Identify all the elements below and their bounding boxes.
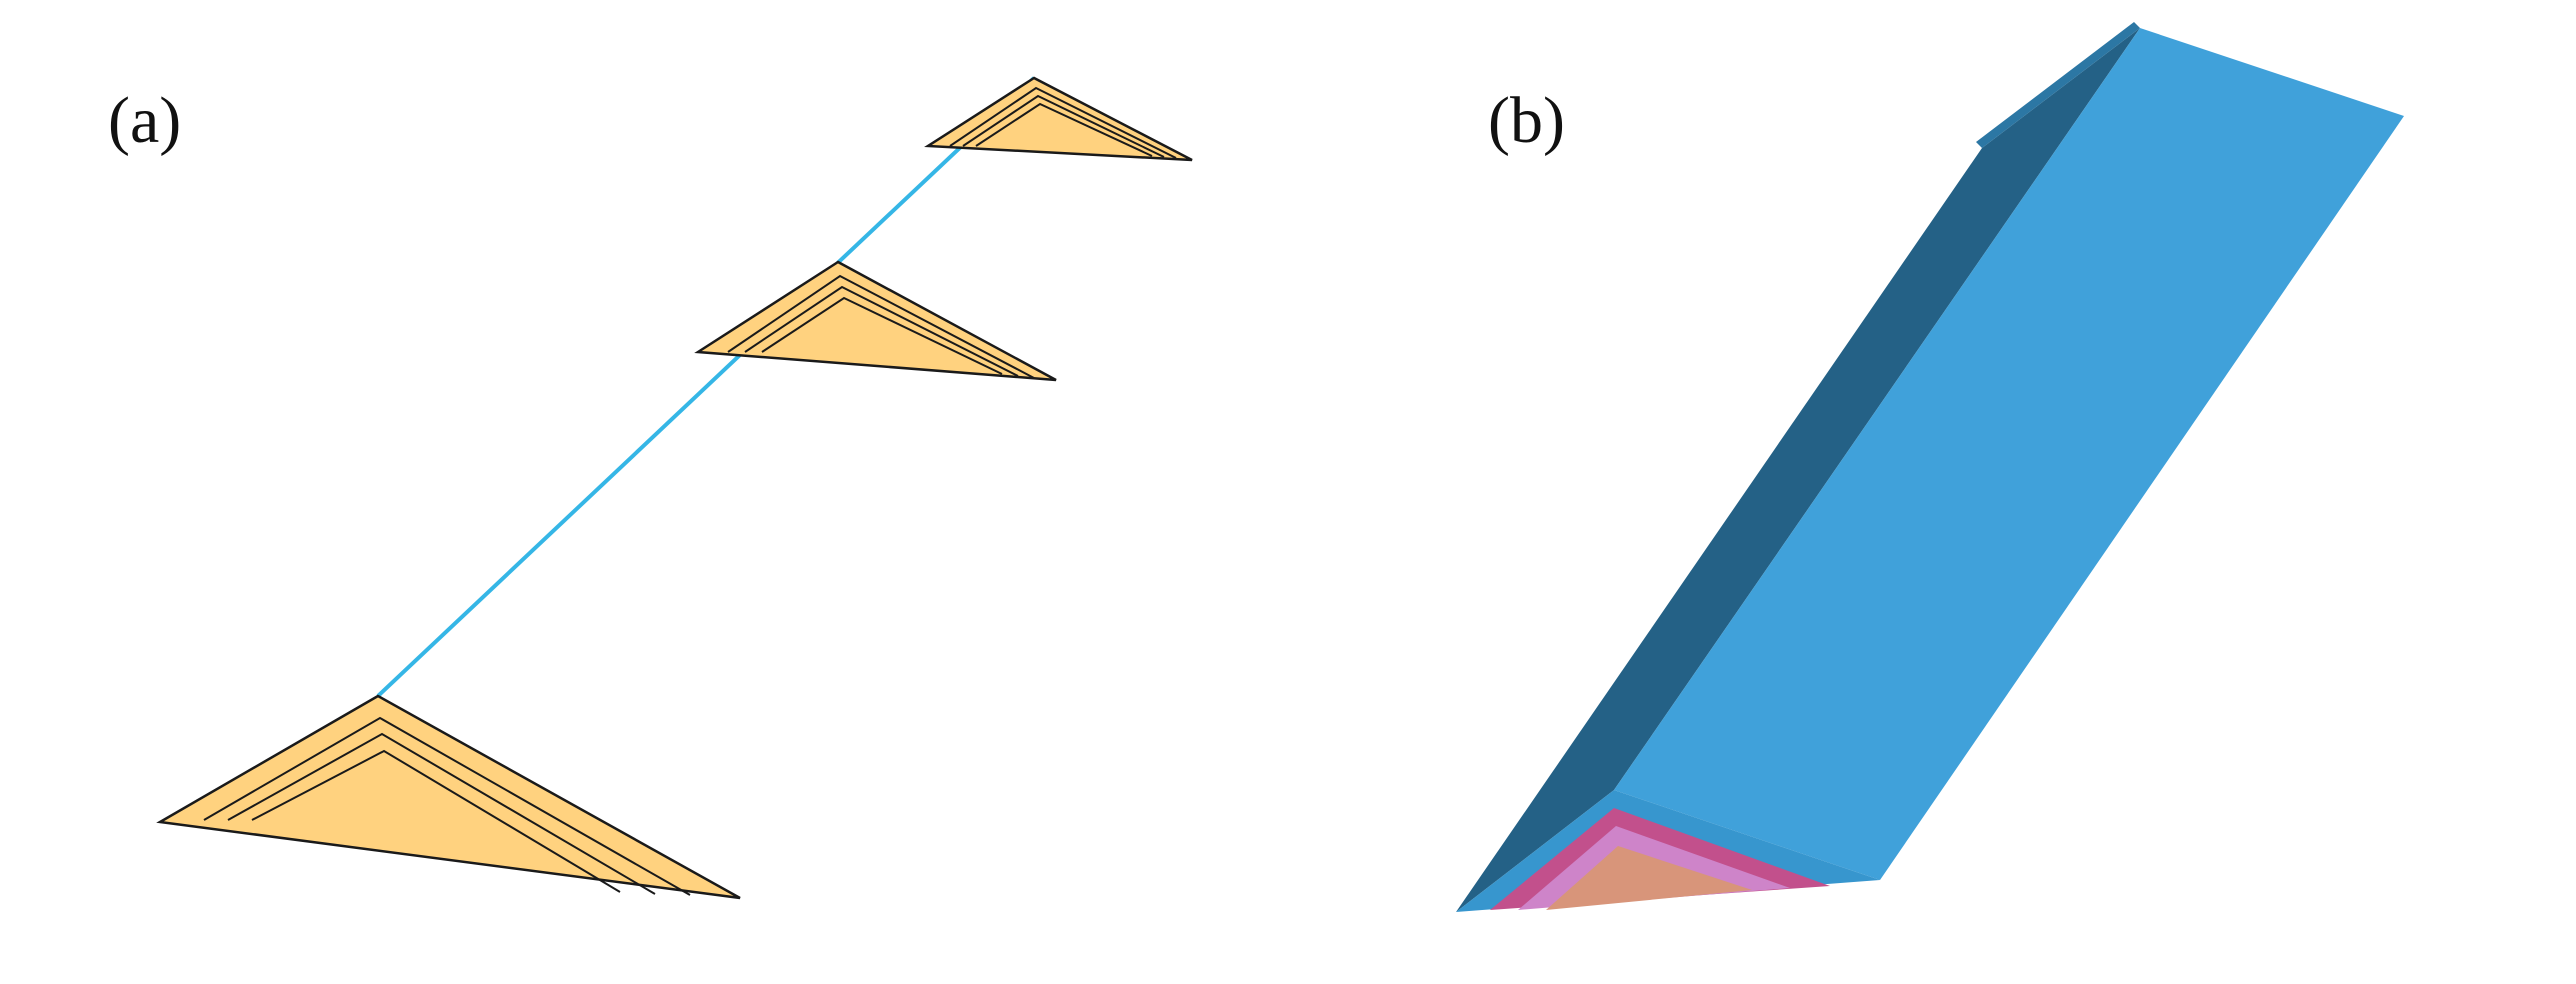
cross-section-large <box>156 694 741 900</box>
cross-section-outer <box>156 694 741 900</box>
panel-label-b: (b) <box>1488 84 1565 157</box>
cross-section-layer-line <box>744 285 1019 377</box>
prism-top-face <box>1614 28 2404 880</box>
cross-section-layer-line <box>962 94 1165 158</box>
cross-section-layer-line <box>227 732 656 895</box>
cross-section-layer-line <box>203 716 691 896</box>
cross-section-layer-line <box>761 296 1003 375</box>
cross-section-outer <box>924 76 1193 162</box>
sweep-path-line <box>376 76 1036 698</box>
cross-section-layer-line <box>251 749 621 893</box>
cross-section-layer-line <box>975 102 1153 157</box>
cross-section-layer-line <box>949 86 1177 159</box>
cross-section-small <box>924 76 1193 162</box>
prism-ridge-edge <box>1976 22 2140 148</box>
prism-side-face <box>1456 28 2140 912</box>
panel-a <box>156 76 1193 900</box>
panel-b <box>1456 22 2404 912</box>
prism-end-layer-core <box>1546 846 1752 910</box>
panel-label-a: (a) <box>108 84 182 157</box>
cross-section-middle <box>694 260 1057 382</box>
cross-section-layer-line <box>727 274 1035 379</box>
